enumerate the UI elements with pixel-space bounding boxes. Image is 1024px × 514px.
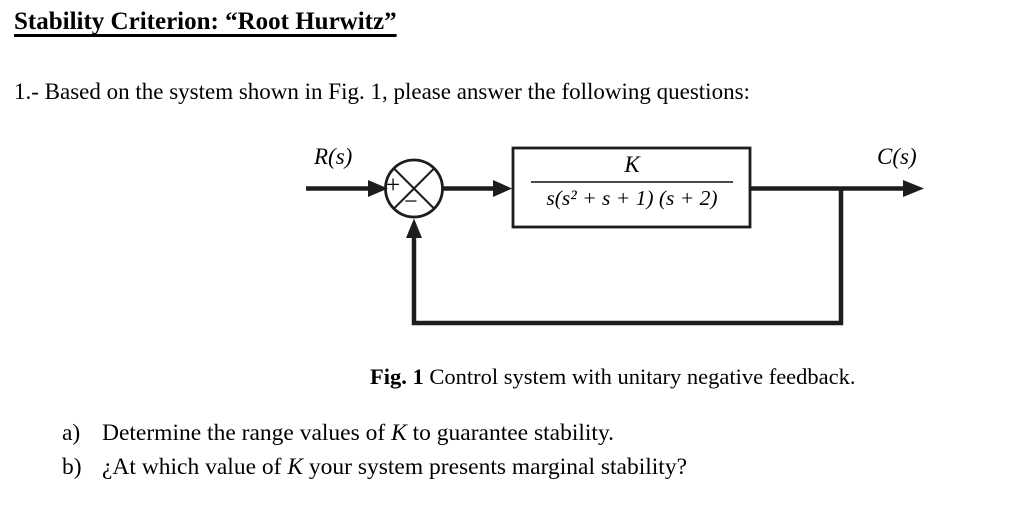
- input-signal-label: R(s): [314, 144, 353, 169]
- figure-caption: Fig. 1 Control system with unitary negat…: [370, 364, 856, 390]
- question-a-pre: Determine the range values of: [102, 420, 392, 446]
- feedback-arrowhead: [406, 218, 422, 238]
- question-b-label: b): [62, 454, 82, 480]
- block-input-arrowhead: [493, 180, 512, 197]
- figure-caption-text: Control system with unitary negative fee…: [423, 364, 856, 389]
- question-b-post: your system presents marginal stability?: [303, 454, 688, 480]
- question-row-a: a) Determine the range values of K to gu…: [62, 416, 687, 450]
- problem-statement: 1.- Based on the system shown in Fig. 1,…: [14, 79, 750, 104]
- question-a-post: to guarantee stability.: [406, 420, 615, 446]
- figure-caption-number: Fig. 1: [370, 364, 424, 389]
- question-b-pre: ¿At which value of: [102, 454, 288, 480]
- feedback-path: [411, 186, 844, 326]
- transfer-function-denominator: s(s² + s + 1) (s + 2): [531, 181, 733, 211]
- input-arrowhead: [368, 180, 388, 197]
- summing-junction-cross: [393, 167, 435, 210]
- question-list: a) Determine the range values of K to gu…: [62, 416, 687, 484]
- summing-minus-sign: −: [404, 189, 418, 215]
- transfer-function: K s(s² + s + 1) (s + 2): [531, 152, 733, 211]
- summing-plus-sign: +: [386, 172, 401, 199]
- question-row-b: b) ¿At which value of K your system pres…: [62, 450, 687, 484]
- transfer-function-numerator: K: [624, 152, 640, 177]
- question-a-label: a): [62, 420, 81, 446]
- question-b-text: ¿At which value of K your system present…: [102, 450, 687, 484]
- page-title: Stability Criterion: “Root Hurwitz”: [14, 8, 397, 35]
- output-arrowhead: [903, 180, 924, 197]
- question-b-variable: K: [287, 454, 304, 480]
- question-a-text: Determine the range values of K to guara…: [102, 416, 614, 450]
- question-a-variable: K: [391, 420, 407, 446]
- output-signal-label: C(s): [877, 144, 917, 169]
